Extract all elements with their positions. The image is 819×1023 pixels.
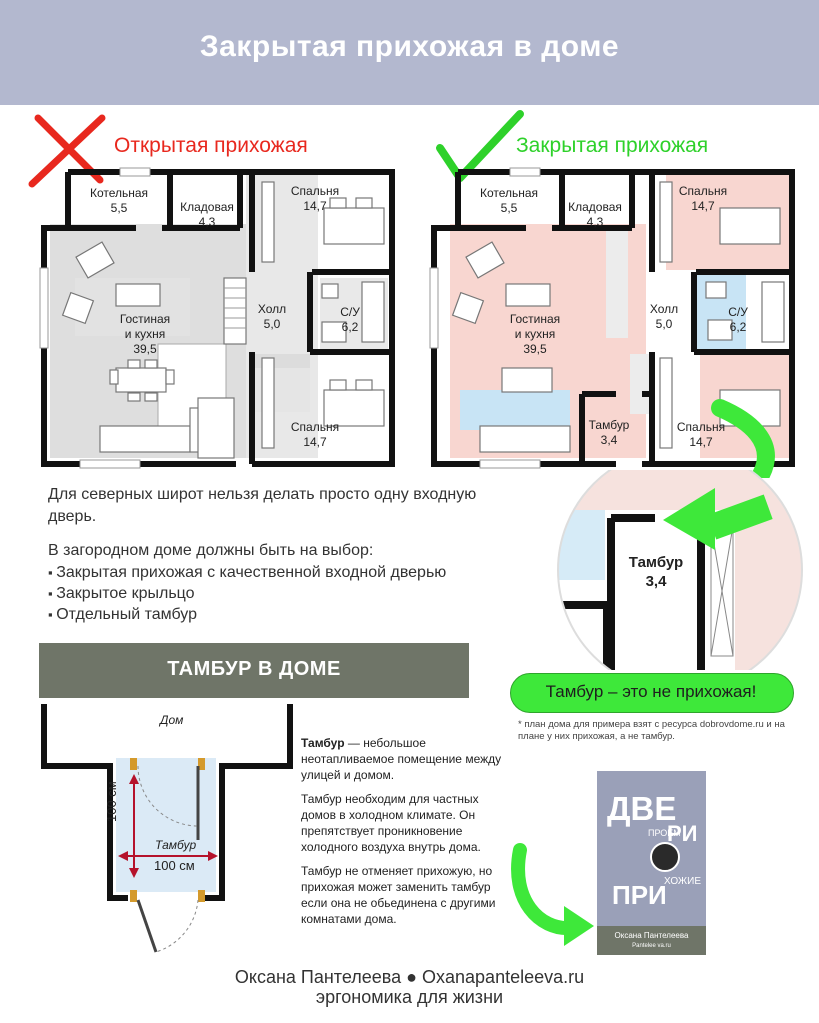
zoom-vestibule-label: Тамбур 3,4 xyxy=(628,554,684,590)
book-title-3: ПРИ xyxy=(612,880,667,910)
room-living-kitchen-2: Гостиная и кухня 39,5 xyxy=(509,312,561,356)
green-arrow-icon xyxy=(711,399,775,478)
book-subtitle: ПРОЕМ xyxy=(648,828,681,838)
house-label: Дом xyxy=(160,713,184,727)
book-title-2: РИ xyxy=(667,821,698,846)
room-hall-2: Холл 5,0 xyxy=(649,302,679,331)
page-title: Закрытая прихожая в доме xyxy=(199,30,620,63)
room-bedroom-1: Спальня 14,7 xyxy=(290,184,340,213)
room-bedroom-2b: Спальня 14,7 xyxy=(676,420,726,449)
open-plan-title: Открытая прихожая xyxy=(114,134,308,157)
note-pill xyxy=(510,673,794,713)
closed-plan-title: Закрытая прихожая xyxy=(516,134,709,157)
dim-vertical: 100 см xyxy=(104,781,119,822)
green-check-icon xyxy=(436,110,524,182)
book-arrow-icon xyxy=(511,843,594,946)
room-living-kitchen: Гостиная и кухня 39,5 xyxy=(119,312,171,356)
vestibule-drawing xyxy=(41,704,293,953)
room-vestibule: Тамбур 3,4 xyxy=(588,418,630,447)
room-boiler-2: Котельная 5,5 xyxy=(479,186,539,215)
closed-hall-plan xyxy=(429,110,795,478)
term: Тамбур xyxy=(301,736,345,750)
note-pill-text: Тамбур – это не прихожая! xyxy=(545,682,757,701)
book-title-4: ХОЖИЕ xyxy=(664,876,701,887)
list-item: Закрытое крыльцо xyxy=(48,583,528,604)
room-wc-2: С/У 6,2 xyxy=(728,305,748,334)
room-wc: С/У 6,2 xyxy=(340,305,360,334)
title-banner xyxy=(0,0,819,105)
body-paragraph-2: В загородном доме должны быть на выбор: xyxy=(48,542,374,559)
desc-p1: — небольшое неотапливаемое помещение меж… xyxy=(301,736,502,782)
room-pantry-2: Кладовая 4,3 xyxy=(568,200,622,229)
dim-horizontal: 100 см xyxy=(154,858,195,873)
vestibule-zoom xyxy=(557,470,803,670)
book-author: Оксана Пантелеева xyxy=(614,931,689,940)
book-title-1: ДВЕ xyxy=(607,790,677,827)
list-item: Закрытая прихожая с качественной входной… xyxy=(48,562,528,583)
room-bedroom-1b: Спальня 14,7 xyxy=(678,184,728,213)
footnote: * план дома для примера взят с ресурса d… xyxy=(518,719,785,742)
options-list: Закрытая прихожая с качественной входной… xyxy=(48,562,528,625)
room-hall: Холл 5,0 xyxy=(257,302,287,331)
drawing-room-label: Тамбур xyxy=(155,838,197,852)
tambur-section-title: ТАМБУР В ДОМЕ xyxy=(167,658,341,680)
footer-author: Оксана Пантелеева ● Oxanapanteleeva.ru xyxy=(234,967,585,987)
body-text: Для северных широт нельзя делать просто … xyxy=(48,484,528,625)
desc-p3: Тамбур не отменяет прихожую, но прихожая… xyxy=(301,864,496,926)
tambur-section-header xyxy=(39,643,469,698)
footer-tagline: эргономика для жизни xyxy=(315,987,504,1007)
book-circle-icon xyxy=(650,842,680,872)
book-site: Pantelee va.ru xyxy=(632,943,671,949)
room-boiler: Котельная 5,5 xyxy=(89,186,149,215)
book-footer-band xyxy=(597,926,706,955)
list-item: Отдельный тамбур xyxy=(48,604,528,625)
room-bedroom-2: Спальня 14,7 xyxy=(290,420,340,449)
desc-p2: Тамбур необходим для частных домов в хол… xyxy=(301,792,481,854)
room-pantry: Кладовая 4,3 xyxy=(180,200,234,229)
open-hall-plan xyxy=(28,114,395,469)
vestibule-description: Тамбур — небольшое неотапливаемое помеще… xyxy=(301,735,513,935)
body-paragraph-1: Для северных широт нельзя делать просто … xyxy=(48,486,477,525)
